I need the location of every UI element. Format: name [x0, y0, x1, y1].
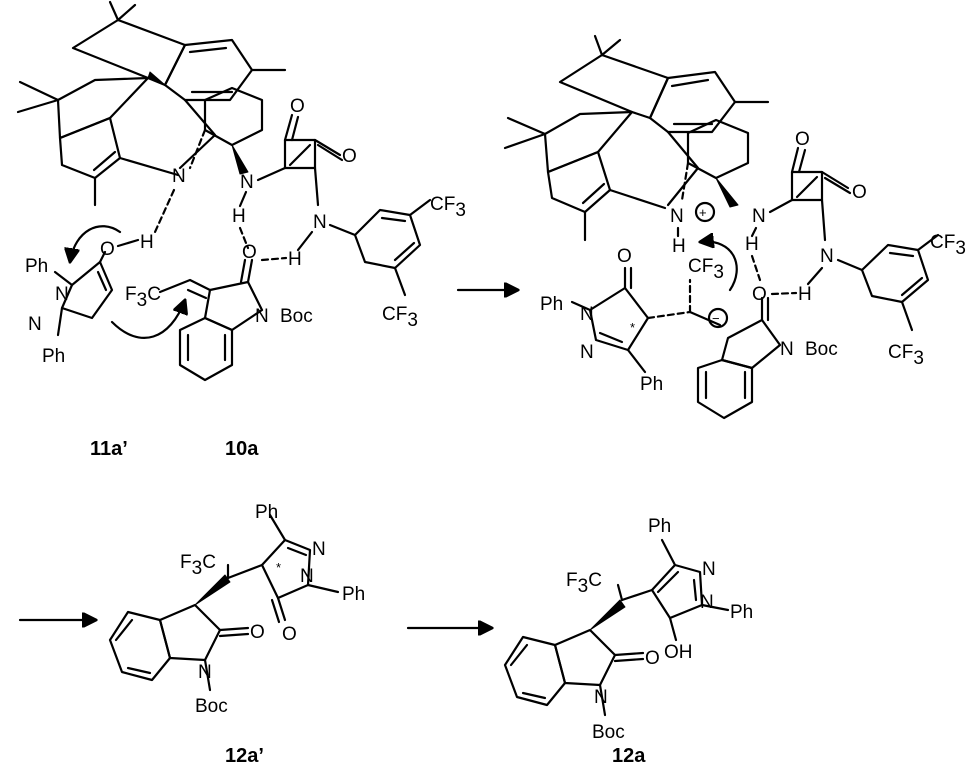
ammonium-n-2: N — [670, 206, 684, 227]
bis-cf3-aryl-2 — [836, 233, 940, 332]
compound-12a-prime: O N Boc F3C Ph N N Ph * O 12a’ — [108, 502, 365, 767]
amide-n-1: N — [240, 172, 254, 193]
boc-label-1: Boc — [280, 306, 313, 327]
hydroxypyrazole-12a — [620, 538, 730, 642]
transition-state-1: N N O O N CF3 — [16, 0, 466, 460]
boc-label-2: Boc — [805, 339, 838, 360]
compound-12a: O N Boc F3C Ph N N Ph OH 12a — [503, 516, 753, 767]
pyrazolone-o-3: O — [282, 624, 297, 645]
enolate-oxindole-2 — [696, 296, 782, 420]
oxindole-10a — [158, 258, 264, 382]
amide-n-2: N — [752, 206, 766, 227]
hydroxyl-label-4: OH — [664, 642, 693, 663]
spirobiindane-backbone-2 — [503, 34, 770, 242]
nh-h-1b: H — [288, 249, 302, 270]
pyrazole-n-1a: N — [55, 284, 69, 305]
ph-label-2a: Ph — [540, 294, 563, 315]
minus-charge: − — [712, 311, 720, 326]
nh-h-2c: H — [798, 284, 812, 305]
pyrazolone-n-3b: N — [300, 566, 314, 587]
squaramide-2 — [768, 146, 852, 242]
oxindole-n-3: N — [198, 662, 212, 683]
transition-state-2: N + N O O N CF3 — [503, 34, 966, 420]
f3c-label-1: F3C — [125, 284, 161, 311]
pyrazole-n-4b: N — [700, 592, 714, 613]
amine-n-1: N — [172, 166, 186, 187]
pyrazolone-o-2: O — [617, 246, 632, 267]
ph-label-2b: Ph — [640, 374, 663, 395]
cyclohexane-1 — [188, 86, 264, 175]
oxindole-o-4: O — [645, 648, 660, 669]
cf3-stereocenter-2 — [688, 278, 722, 327]
squaramide-o-1a: O — [290, 96, 305, 117]
squaramide-o-2b: O — [852, 182, 867, 203]
compound-label-12a: 12a — [612, 745, 646, 767]
cf3-label-1b: CF3 — [382, 304, 418, 331]
nh-h-1a: H — [232, 206, 246, 227]
ph-label-1a: Ph — [25, 256, 48, 277]
oh-h-1: H — [140, 232, 154, 253]
pyrazolone-n-3a: N — [312, 539, 326, 560]
ph-label-3b: Ph — [342, 584, 365, 605]
stereocenter-star-2: * — [630, 320, 635, 335]
aniline-n-1: N — [313, 212, 327, 233]
enolate-o-2: O — [752, 284, 767, 305]
ph-label-3a: Ph — [255, 502, 278, 523]
cf3-label-2a: CF3 — [930, 232, 966, 259]
oxindole-n-2: N — [780, 339, 794, 360]
oxindole-12a-prime — [108, 574, 250, 692]
ph-label-1b: Ph — [42, 346, 65, 367]
squaramide-o-2a: O — [795, 129, 810, 150]
stereocenter-star-3: * — [276, 560, 281, 575]
cyclohexane-2 — [680, 118, 750, 208]
nh-h-2a: H — [672, 236, 686, 257]
pyrazole-n-1b: N — [28, 314, 42, 335]
pyrazolone-n-2a: N — [580, 304, 594, 325]
plus-charge: + — [699, 205, 707, 220]
pyrazolone-2 — [570, 266, 692, 374]
pyrazole-11a-prime — [53, 250, 114, 337]
f3c-label-3: F3C — [180, 552, 216, 579]
squaramide-o-1b: O — [342, 146, 357, 167]
aniline-n-2: N — [820, 246, 834, 267]
compound-label-11a-prime: 11a’ — [90, 438, 128, 460]
ph-label-4b: Ph — [730, 602, 753, 623]
pyrazolone-n-2b: N — [580, 342, 594, 363]
compound-label-10a: 10a — [225, 438, 259, 460]
oxindole-n-4: N — [594, 687, 608, 708]
cf3-label-2b: CF3 — [888, 342, 924, 369]
squaramide-1 — [256, 113, 344, 207]
bis-cf3-aryl-1 — [328, 198, 432, 297]
boc-label-4: Boc — [592, 722, 625, 743]
cf3-label-2c: CF3 — [688, 256, 724, 283]
boc-label-3: Boc — [195, 696, 228, 717]
compound-label-12a-prime: 12a’ — [225, 745, 264, 767]
pyrazole-n-4a: N — [702, 559, 716, 580]
nh-h-2b: H — [745, 234, 759, 255]
pyrazolone-12a-prime — [226, 513, 340, 624]
oxindole-o-3: O — [250, 622, 265, 643]
f3c-label-4: F3C — [566, 570, 602, 597]
cf3-label-1a: CF3 — [430, 194, 466, 221]
ph-label-4a: Ph — [648, 516, 671, 537]
oxindole-n-1: N — [255, 306, 269, 327]
oxindole-12a — [503, 599, 645, 717]
oxindole-o-1: O — [242, 242, 257, 263]
